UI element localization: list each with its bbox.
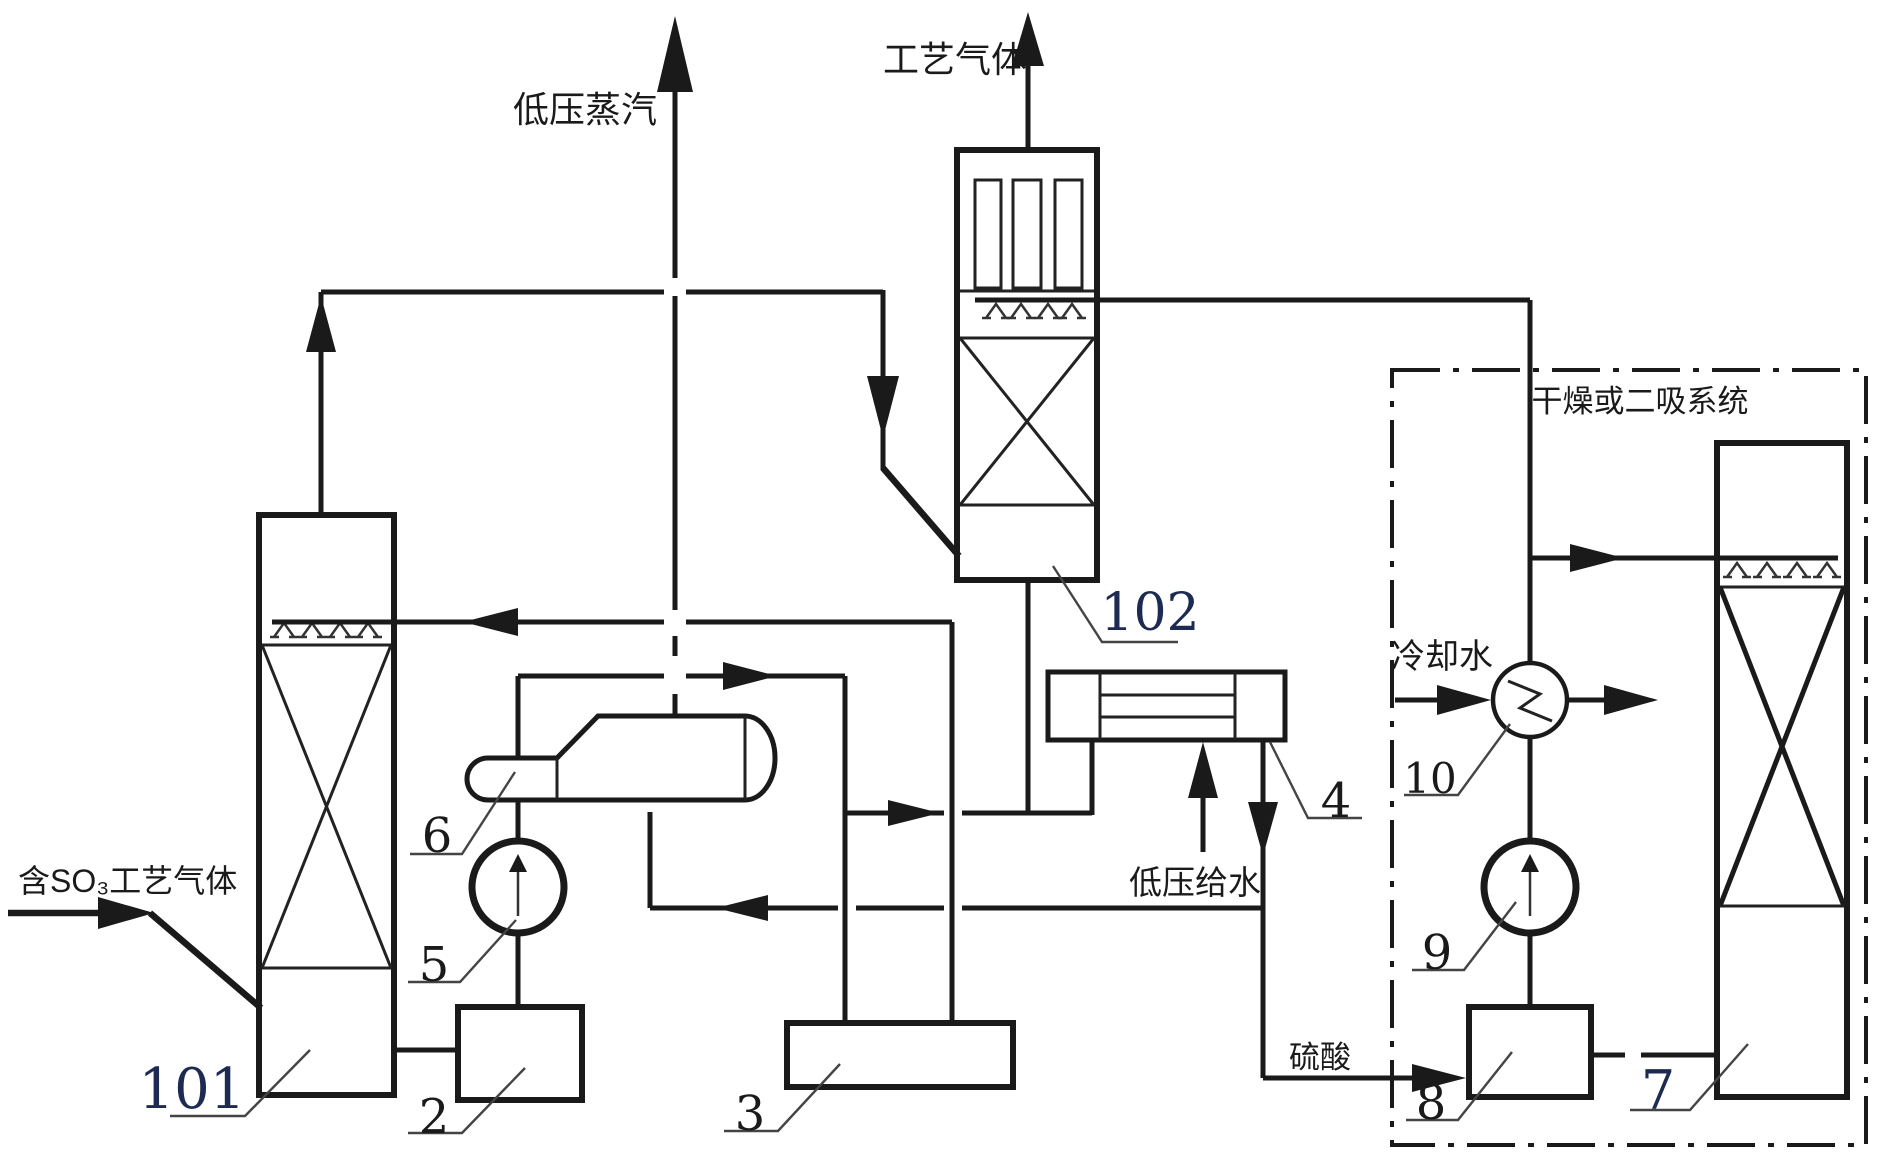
stream-labels: 低压蒸汽 工艺气体 含SO₃工艺气体 低压给水 冷却水 硫酸 干燥或二吸系统 — [18, 39, 1749, 1075]
tower-102 — [954, 147, 1100, 583]
pipe-return-101 — [272, 608, 955, 1025]
tank-2 — [455, 1004, 585, 1103]
label-tank-8: 8 — [1416, 1075, 1447, 1131]
pipe-gas-101-to-102 — [306, 289, 962, 559]
boiler-6 — [464, 713, 778, 803]
cooler-10 — [1490, 660, 1570, 740]
label-cooling-water: 冷却水 — [1391, 638, 1493, 676]
pipe-drying-acid-circuit — [975, 297, 1838, 1058]
label-boiler-6: 6 — [422, 808, 453, 864]
tower-7 — [1714, 440, 1850, 1100]
pipe-lp-feedwater — [1188, 742, 1218, 852]
tower-101 — [256, 512, 397, 1098]
pump-5 — [468, 837, 568, 937]
label-tower-101: 101 — [139, 1057, 246, 1122]
pipe-process-gas-out — [1012, 12, 1044, 150]
exchanger-4 — [1045, 669, 1288, 743]
equipment-numbers: 101 102 2 3 4 5 6 7 8 9 10 — [139, 583, 1676, 1145]
label-lp-feedwater: 低压给水 — [1129, 864, 1261, 901]
label-sulfuric-acid: 硫酸 — [1289, 1040, 1351, 1075]
leader-lines — [170, 565, 1749, 1135]
pipe-lp-steam — [657, 16, 693, 716]
pipe-cooling-water — [1395, 685, 1658, 715]
spray-nozzles-101 — [270, 620, 382, 639]
drying-system-boundary — [1390, 368, 1868, 1147]
spray-nozzles-102 — [982, 301, 1086, 320]
tank-3 — [784, 1020, 1016, 1090]
label-pump-5: 5 — [419, 937, 450, 993]
label-system-box: 干燥或二吸系统 — [1532, 384, 1749, 419]
pipe-101-tank2-pump5 — [394, 800, 521, 1053]
label-lp-steam: 低压蒸汽 — [513, 89, 657, 130]
pipe-so3-feed — [8, 897, 264, 1011]
label-process-gas-out: 工艺气体 — [883, 39, 1027, 80]
spray-nozzles-7 — [1723, 560, 1841, 579]
label-so3-gas-in: 含SO₃工艺气体 — [18, 863, 237, 899]
pipe-acid-to-boiler — [647, 812, 1263, 921]
pump-9 — [1480, 837, 1580, 937]
label-tower-7: 7 — [1641, 1059, 1675, 1122]
label-tank-3: 3 — [735, 1086, 766, 1142]
pipe-sulfuric-acid — [1248, 740, 1466, 1092]
label-tower-102: 102 — [1100, 583, 1199, 643]
pipe-boiler-out — [515, 662, 848, 1025]
label-tank-2: 2 — [419, 1089, 450, 1145]
label-exchanger-4: 4 — [1321, 773, 1352, 829]
piping — [8, 12, 1838, 1092]
heat-exchanger-zigzag-icon — [1507, 679, 1553, 723]
label-cooler-10: 10 — [1403, 754, 1456, 803]
pipe-acid-header — [845, 578, 1095, 826]
label-pump-9: 9 — [1422, 925, 1453, 981]
